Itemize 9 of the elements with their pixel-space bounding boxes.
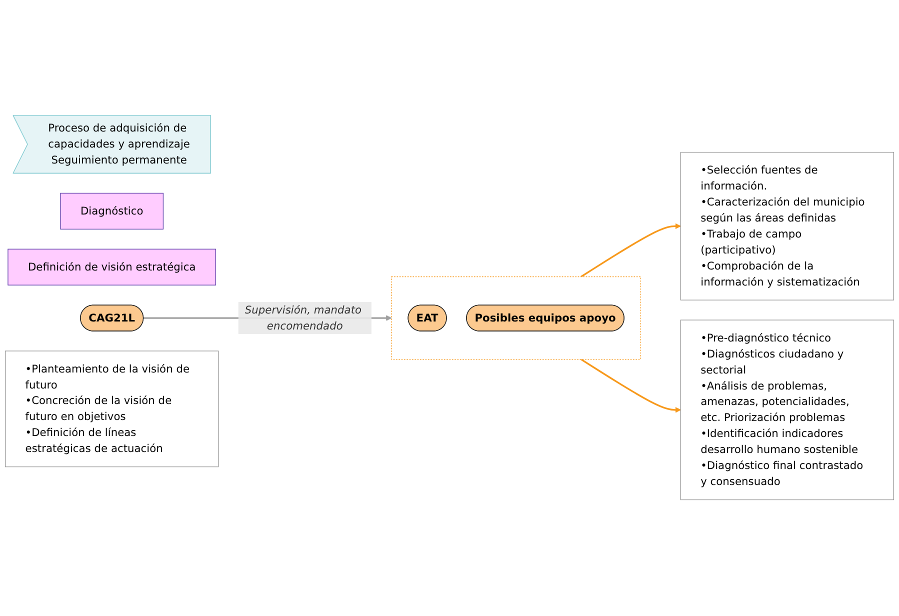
node-box: •Planteamiento de la visión de futuro •Concreción de la visión de futuro en objetivos •Definición de líneas estratégicas de actuación xyxy=(5,351,219,468)
arrow xyxy=(580,224,681,278)
node-box: •Pre-diagnóstico técnico •Diagnósticos ciudadano y sectorial •Análisis de problemas, amenazas, potencialidades, etc. Priorización problemas •Identificación indicadores desarrollo humano sostenible •Diagnóstico final contrastado y consensuado xyxy=(680,320,894,501)
cluster xyxy=(391,276,642,360)
node-box: Diagnóstico xyxy=(60,193,164,230)
node-box: •Selección fuentes de información. •Caracterización del municipio según las áreas definidas •Trabajo de campo (participativo) •Comprobación de la información y sistematización xyxy=(680,152,894,301)
edge-label: Supervisión, mandato encomendado xyxy=(244,304,362,332)
node-box: Definición de visión estratégica xyxy=(8,249,216,286)
arrow xyxy=(580,359,681,414)
